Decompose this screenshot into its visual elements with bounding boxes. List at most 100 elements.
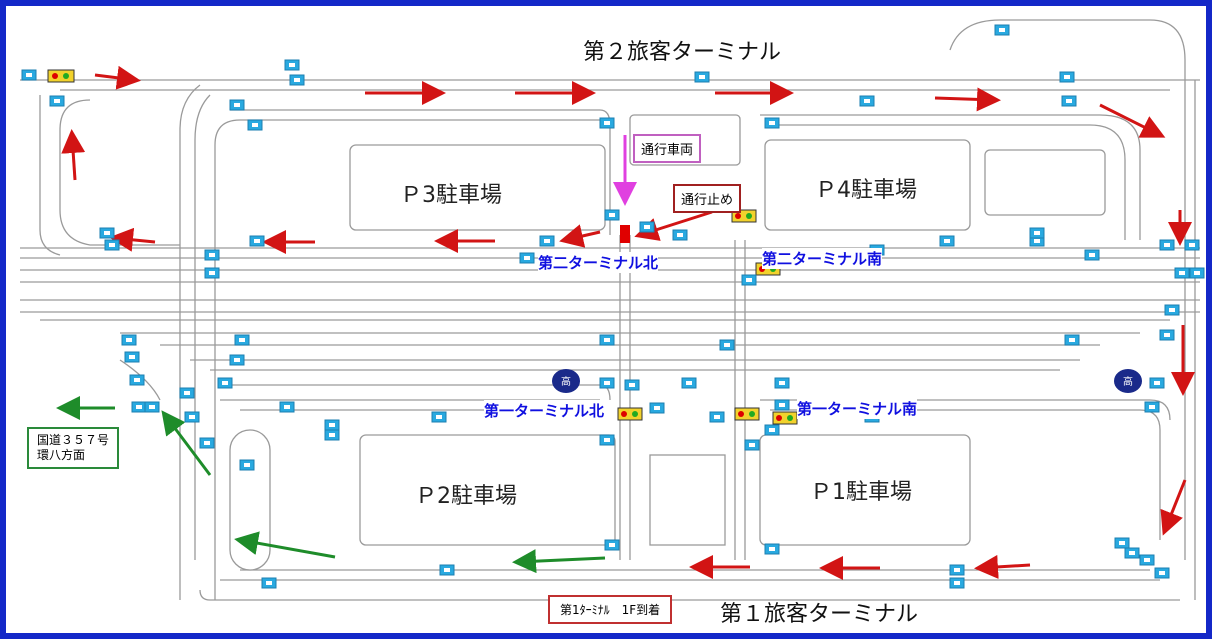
direction-sign-icon xyxy=(681,377,697,389)
direction-sign-icon xyxy=(1084,249,1100,261)
terminal1-title: 第１旅客ターミナル xyxy=(720,602,919,627)
direction-sign-icon xyxy=(179,387,195,399)
direction-sign-icon xyxy=(431,411,447,423)
direction-sign-icon xyxy=(1139,554,1155,566)
p1-label: Ｐ1駐車場 xyxy=(810,480,912,505)
direction-sign-icon xyxy=(1029,227,1045,239)
red-arrow xyxy=(1099,103,1166,138)
direction-sign-icon xyxy=(764,543,780,555)
direction-sign-icon xyxy=(261,577,277,589)
green-arrow xyxy=(161,410,212,476)
red-arrow xyxy=(934,87,1001,112)
direction-sign-icon xyxy=(1154,567,1170,579)
direction-sign-icon xyxy=(439,564,455,576)
direction-sign-icon xyxy=(624,379,640,391)
route357-note: 国道３５７号 環八方面 xyxy=(27,427,120,469)
red-arrow xyxy=(94,65,141,90)
traffic-light-icon xyxy=(772,411,798,425)
direction-sign-icon xyxy=(21,69,37,81)
direction-sign-icon xyxy=(184,411,200,423)
direction-sign-icon xyxy=(324,419,340,431)
p4-lot xyxy=(764,139,971,231)
direction-sign-icon xyxy=(1059,71,1075,83)
direction-sign-icon xyxy=(239,459,255,471)
direction-sign-icon xyxy=(129,374,145,386)
svg-text:高: 高 xyxy=(561,375,571,388)
direction-sign-icon xyxy=(709,411,725,423)
direction-sign-icon xyxy=(247,119,263,131)
direction-sign-icon xyxy=(1061,95,1077,107)
direction-sign-icon xyxy=(649,402,665,414)
direction-sign-icon xyxy=(104,239,120,251)
direction-sign-icon xyxy=(539,235,555,247)
direction-sign-icon xyxy=(99,227,115,239)
direction-sign-icon xyxy=(1159,329,1175,341)
direction-sign-icon xyxy=(1124,547,1140,559)
stop-t1-north: 第一ターミナル北 xyxy=(484,400,605,421)
direction-sign-icon xyxy=(604,209,620,221)
direction-sign-icon xyxy=(639,221,655,233)
p4-annex xyxy=(984,149,1106,216)
direction-sign-icon xyxy=(204,249,220,261)
direction-sign-icon xyxy=(519,252,535,264)
direction-sign-icon xyxy=(949,564,965,576)
stop-t2-north: 第二ターミナル北 xyxy=(538,252,659,273)
red-arrow xyxy=(109,227,156,252)
direction-sign-icon xyxy=(234,334,250,346)
direction-sign-icon xyxy=(229,354,245,366)
direction-sign-icon xyxy=(121,334,137,346)
direction-signs xyxy=(21,24,1205,589)
direction-sign-icon xyxy=(741,274,757,286)
closed-note: 通行止め xyxy=(673,184,742,213)
direction-sign-icon xyxy=(204,267,220,279)
p1-lot xyxy=(759,434,971,546)
direction-sign-icon xyxy=(719,339,735,351)
direction-sign-icon xyxy=(744,439,760,451)
direction-sign-icon xyxy=(764,117,780,129)
direction-sign-icon xyxy=(1159,239,1175,251)
direction-sign-icon xyxy=(1114,537,1130,549)
red-arrow xyxy=(1160,479,1187,536)
terminal2-title: 第２旅客ターミナル xyxy=(583,40,782,65)
expressway-shield-icon: 高 xyxy=(552,369,580,393)
p4-label: Ｐ4駐車場 xyxy=(815,178,917,203)
direction-sign-icon xyxy=(774,399,790,411)
red-flow-arrows xyxy=(61,65,1195,580)
p2-ramp xyxy=(229,429,271,571)
direction-sign-icon xyxy=(1164,304,1180,316)
traffic-light-icon xyxy=(731,209,757,223)
direction-sign-icon xyxy=(764,424,780,436)
direction-sign-icon xyxy=(144,401,160,413)
stop-t2-south: 第二ターミナル南 xyxy=(762,248,883,269)
center-block xyxy=(649,454,726,546)
direction-sign-icon xyxy=(199,437,215,449)
traffic-light-icon xyxy=(617,407,643,421)
direction-sign-icon xyxy=(131,401,147,413)
traffic-light-icon xyxy=(734,407,760,421)
direction-sign-icon xyxy=(859,95,875,107)
direction-sign-icon xyxy=(249,235,265,247)
direction-sign-icon xyxy=(599,117,615,129)
arrival-note: 第1ﾀｰﾐﾅﾙ 1F到着 xyxy=(548,595,673,624)
direction-sign-icon xyxy=(217,377,233,389)
p3-label: Ｐ3駐車場 xyxy=(400,183,502,208)
direction-sign-icon xyxy=(694,71,710,83)
direction-sign-icon xyxy=(1184,239,1200,251)
direction-sign-icon xyxy=(124,351,140,363)
direction-sign-icon xyxy=(1174,267,1190,279)
blocks xyxy=(229,114,1106,571)
direction-sign-icon xyxy=(49,95,65,107)
red-arrow xyxy=(974,554,1031,579)
expressway-shield-icon: 高 xyxy=(1114,369,1142,393)
stop-t1-south: 第一ターミナル南 xyxy=(797,398,918,419)
direction-sign-icon xyxy=(229,99,245,111)
green-arrow xyxy=(234,531,336,559)
direction-sign-icon xyxy=(1189,267,1205,279)
direction-sign-icon xyxy=(599,377,615,389)
svg-text:高: 高 xyxy=(1123,375,1133,388)
traffic-light-icon xyxy=(47,69,75,83)
direction-sign-icon xyxy=(324,429,340,441)
closure-marker xyxy=(620,225,630,243)
vehicle-note: 通行車両 xyxy=(633,134,702,163)
direction-sign-icon xyxy=(939,235,955,247)
